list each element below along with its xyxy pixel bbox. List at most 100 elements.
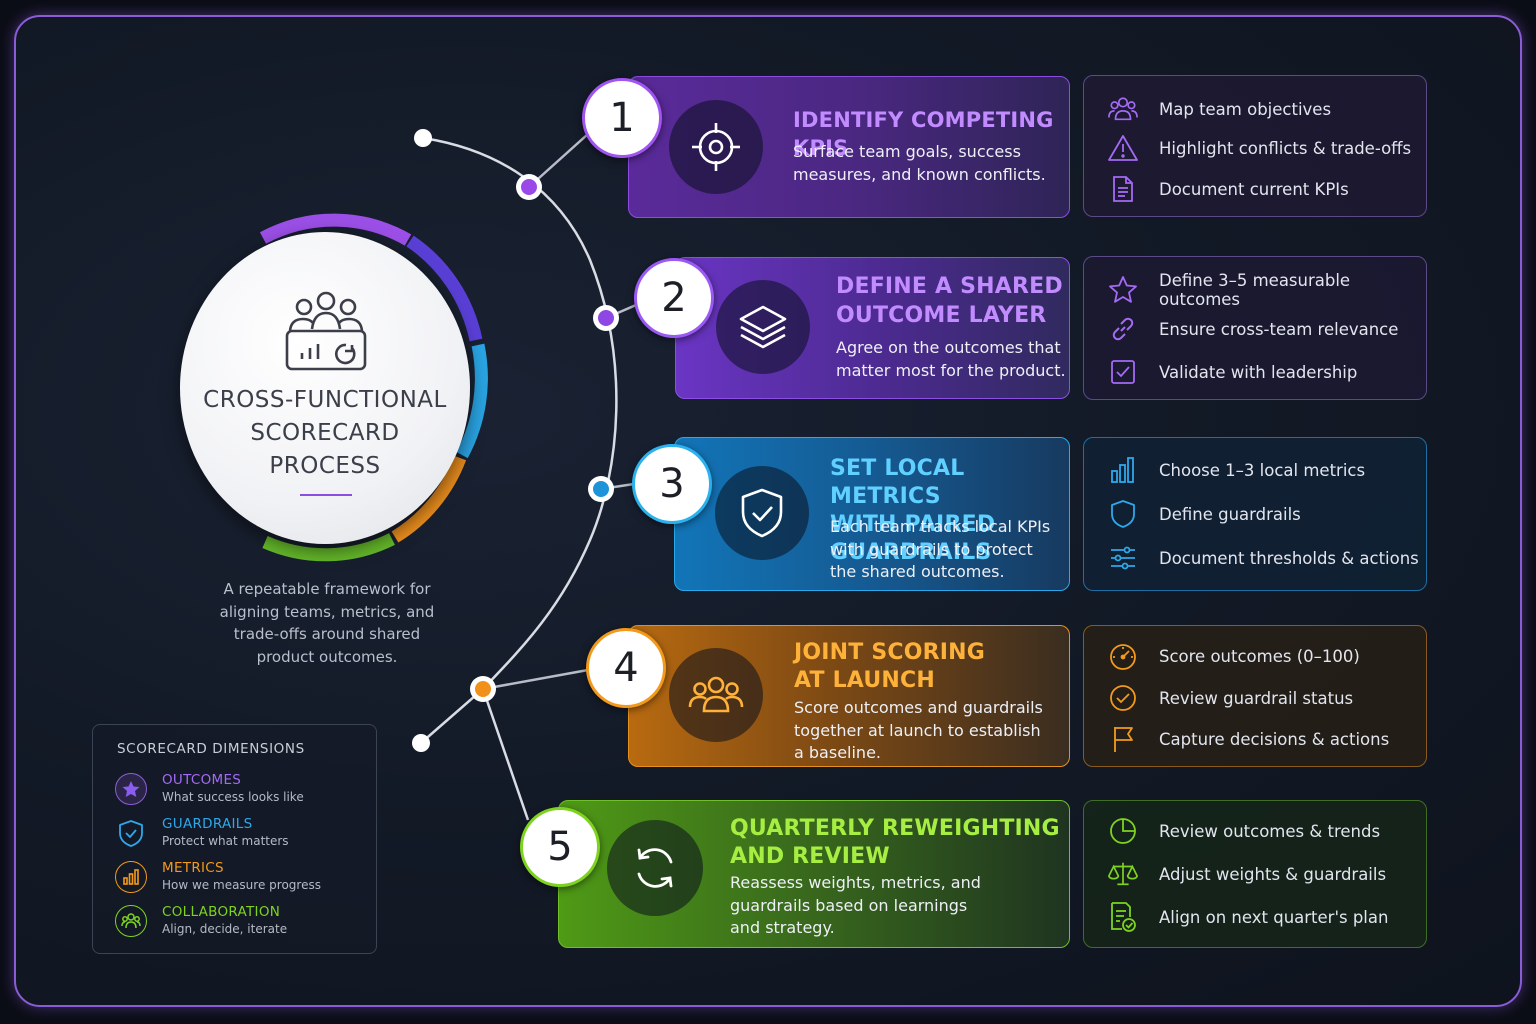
spine-branch [481,688,530,821]
legend-name: METRICS [162,860,224,876]
detail-text: Highlight conflicts & trade-offs [1159,138,1412,158]
step-desc-3: Each team tracks local KPIs with guardra… [830,517,1051,581]
check-circle-icon [1110,685,1136,711]
detail-item: Capture decisions & actions [1108,724,1389,754]
hub: CROSS-FUNCTIONAL SCORECARD PROCESS [180,232,470,544]
detail-panel-1: Map team objectives Highlight conflicts … [1083,75,1427,217]
hub-title: CROSS-FUNCTIONAL SCORECARD PROCESS [203,387,447,479]
detail-text: Map team objectives [1159,99,1332,119]
step-title-3: SET LOCAL METRICS WITH PAIRED GUARDRAILS [830,456,996,565]
legend-desc: Align, decide, iterate [162,922,288,936]
bar-chart-icon [115,861,147,893]
people-icon [115,905,147,937]
step-title-5: QUARTERLY REWEIGHTING AND REVIEW [730,816,1060,869]
step-title-1: IDENTIFY COMPETING KPIS [793,108,1054,160]
link-icon [1112,317,1134,341]
shield-check-icon [115,817,147,849]
step-card-5: QUARTERLY REWEIGHTING AND REVIEW Reasses… [558,800,1070,948]
warning-icon [1108,135,1138,161]
detail-text: Capture decisions & actions [1159,729,1390,749]
checkbox-icon [1111,360,1135,384]
detail-item: Define 3–5 measurable outcomes [1108,271,1426,309]
scorecard-dimensions-legend: SCORECARD DIMENSIONS OUTCOMES What succe… [92,724,377,954]
detail-item: Map team objectives [1108,94,1331,124]
detail-item: Align on next quarter's plan [1108,902,1388,932]
gauge-icon [1110,644,1136,670]
step-title-2: DEFINE A SHARED OUTCOME LAYER [836,274,1063,328]
step-desc-4: Score outcomes and guardrails together a… [794,698,1043,762]
star-icon [1109,276,1137,303]
legend-name: OUTCOMES [162,772,242,788]
pie-chart-icon [1110,818,1136,844]
team-icon [688,676,744,713]
target-icon [692,123,740,171]
step-card-1: IDENTIFY COMPETING KPIS Surface team goa… [628,76,1070,218]
detail-text: Review guardrail status [1159,688,1354,708]
step-card-2: DEFINE A SHARED OUTCOME LAYER Agree on t… [675,257,1070,399]
detail-text: Define guardrails [1159,504,1301,524]
step-number-1: 1 [582,78,662,158]
hub-ring [259,213,488,562]
hub-circle [180,232,470,544]
step-title-4: JOINT SCORING AT LAUNCH [794,640,986,693]
legend-title: SCORECARD DIMENSIONS [117,741,305,757]
detail-text: Align on next quarter's plan [1159,907,1389,927]
hub-description: A repeatable framework for aligning team… [219,580,435,666]
detail-item: Define guardrails [1108,499,1301,529]
detail-panel-4: Score outcomes (0–100) Review guardrail … [1083,625,1427,767]
detail-item: Ensure cross-team relevance [1108,314,1398,344]
step-icon-3 [715,466,809,560]
detail-item: Document current KPIs [1108,174,1349,204]
detail-item: Adjust weights & guardrails [1108,859,1386,889]
bar-chart-icon [1111,457,1134,483]
step-desc-5: Reassess weights, metrics, and guardrail… [730,873,981,937]
detail-item: Score outcomes (0–100) [1108,641,1360,671]
connector-1 [528,133,589,188]
layers-icon [739,305,787,349]
detail-item: Review outcomes & trends [1108,816,1380,846]
step-desc-2: Agree on the outcomes that matter most f… [836,338,1066,380]
legend-name: GUARDRAILS [162,816,253,832]
team-dashboard-icon [285,291,367,371]
step-card-4: JOINT SCORING AT LAUNCH Score outcomes a… [628,625,1070,767]
sliders-icon [1111,546,1135,570]
connector-4 [482,668,589,691]
step-icon-1 [669,100,763,194]
shield-icon [1111,500,1135,528]
people-icon [1108,97,1138,121]
detail-text: Adjust weights & guardrails [1159,864,1387,884]
step-number-3: 3 [632,444,712,524]
legend-desc: How we measure progress [162,878,321,892]
step-icon-4 [669,648,763,742]
detail-item: Choose 1–3 local metrics [1108,455,1365,485]
detail-text: Document current KPIs [1159,179,1349,199]
step-desc-1: Surface team goals, success measures, an… [793,142,1046,184]
path-start-dot [414,129,432,147]
scale-icon [1108,862,1138,886]
detail-item: Document thresholds & actions [1108,543,1419,573]
detail-item: Highlight conflicts & trade-offs [1108,133,1411,163]
detail-text: Define 3–5 measurable outcomes [1159,271,1351,309]
detail-text: Review outcomes & trends [1159,821,1381,841]
detail-text: Score outcomes (0–100) [1159,646,1360,666]
detail-item: Review guardrail status [1108,683,1353,713]
document-icon [1113,176,1133,202]
step-number-5: 5 [520,807,600,887]
step-number-4: 4 [586,628,666,708]
detail-panel-3: Choose 1–3 local metrics Define guardrai… [1083,437,1427,591]
detail-text: Document thresholds & actions [1159,548,1419,568]
detail-text: Ensure cross-team relevance [1159,319,1399,339]
step-icon-2 [716,280,810,374]
detail-panel-2: Define 3–5 measurable outcomes Ensure cr… [1083,256,1427,400]
shield-check-icon [741,488,783,538]
star-badge-icon [115,773,147,805]
detail-text: Validate with leadership [1159,362,1358,382]
flag-icon [1114,727,1133,752]
detail-item: Validate with leadership [1108,357,1357,387]
legend-desc: What success looks like [162,790,304,804]
legend-name: COLLABORATION [162,904,281,920]
legend-desc: Protect what matters [162,834,289,848]
hub-underline [300,494,352,496]
path-end-dot [412,734,430,752]
